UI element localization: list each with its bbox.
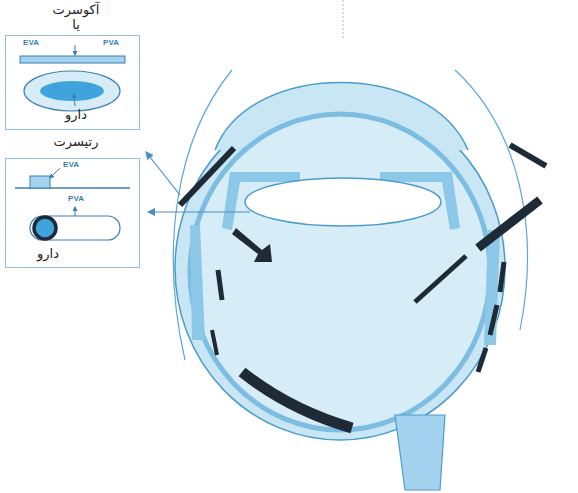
pointer-arrow [50, 168, 60, 178]
pointer-arrow [75, 207, 76, 216]
inset-box: رتیسرتEVAPVAدارو [5, 158, 140, 268]
part-label: EVA [63, 161, 79, 170]
implant [415, 256, 466, 302]
device-layer [20, 56, 125, 63]
drug-core [40, 81, 104, 101]
part-label: PVA [103, 39, 119, 48]
part-label: دارو [65, 108, 87, 122]
implant [242, 372, 352, 428]
implant [478, 200, 540, 248]
device-layer [30, 176, 50, 188]
leader-arrow [148, 211, 250, 212]
part-label: EVA [23, 39, 39, 48]
implant [500, 262, 504, 292]
optic-nerve [395, 415, 445, 490]
implant [478, 348, 486, 372]
device-outline [24, 71, 120, 111]
pointer-arrow [75, 45, 76, 55]
part-label: دارو [37, 247, 59, 261]
drug-pellet [34, 217, 56, 239]
pointer-arrow [74, 94, 75, 106]
implant [510, 145, 546, 166]
lens [245, 178, 441, 226]
device-outline [30, 216, 120, 240]
inset-box: آکوسرتEVAیاPVAدارو [5, 35, 140, 130]
implant [218, 270, 222, 300]
muscle [190, 225, 205, 340]
retina [190, 114, 490, 430]
part-label: یا [72, 18, 80, 32]
inset-heading: رتیسرت [54, 135, 99, 149]
implant [180, 148, 234, 205]
axis-line [343, 0, 344, 40]
part-label: PVA [68, 195, 84, 204]
retisert-implant [232, 228, 272, 262]
implant [490, 305, 497, 335]
leader-arrow [146, 152, 180, 195]
inset-heading: آکوسرت [53, 3, 100, 17]
muscle [484, 230, 500, 345]
implant [212, 330, 217, 355]
